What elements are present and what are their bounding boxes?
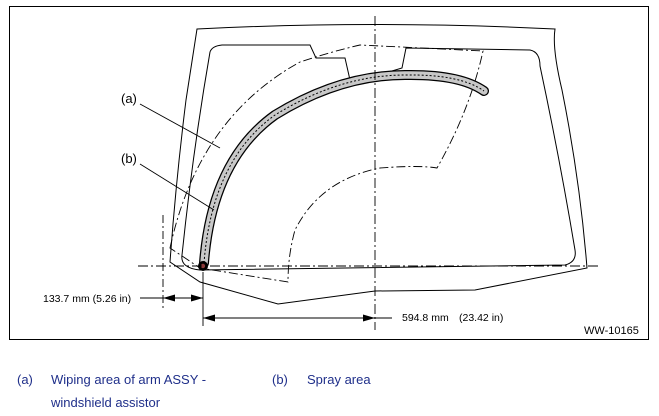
windshield-outer-outline — [169, 24, 588, 305]
spray-area-band — [199, 69, 489, 268]
spray-area-fill — [200, 71, 488, 267]
dimension-arrow-left-offset-b — [191, 294, 203, 302]
nozzle-pivot-center — [200, 263, 206, 269]
dimension-label-span-in: (23.42 in) — [459, 312, 503, 324]
wiping-area-outline — [169, 44, 484, 283]
dimension-arrow-span-a — [203, 314, 215, 322]
dimension-arrow-left-offset-a — [163, 294, 175, 302]
callout-label-a: (a) — [121, 91, 137, 106]
callout-label-b: (b) — [121, 151, 137, 166]
callout-leader-a — [139, 103, 221, 149]
figure-id-label: WW-10165 — [584, 325, 639, 337]
windshield-inner-outline — [181, 44, 576, 271]
dimension-label-span-mm: 594.8 mm — [402, 312, 449, 324]
figure-frame — [9, 6, 649, 340]
spray-area-centerline — [203, 74, 485, 264]
dimension-arrow-span-b — [363, 314, 375, 322]
callout-leader-b — [139, 163, 215, 211]
dimension-label-left-offset: 133.7 mm (5.26 in) — [43, 293, 131, 305]
